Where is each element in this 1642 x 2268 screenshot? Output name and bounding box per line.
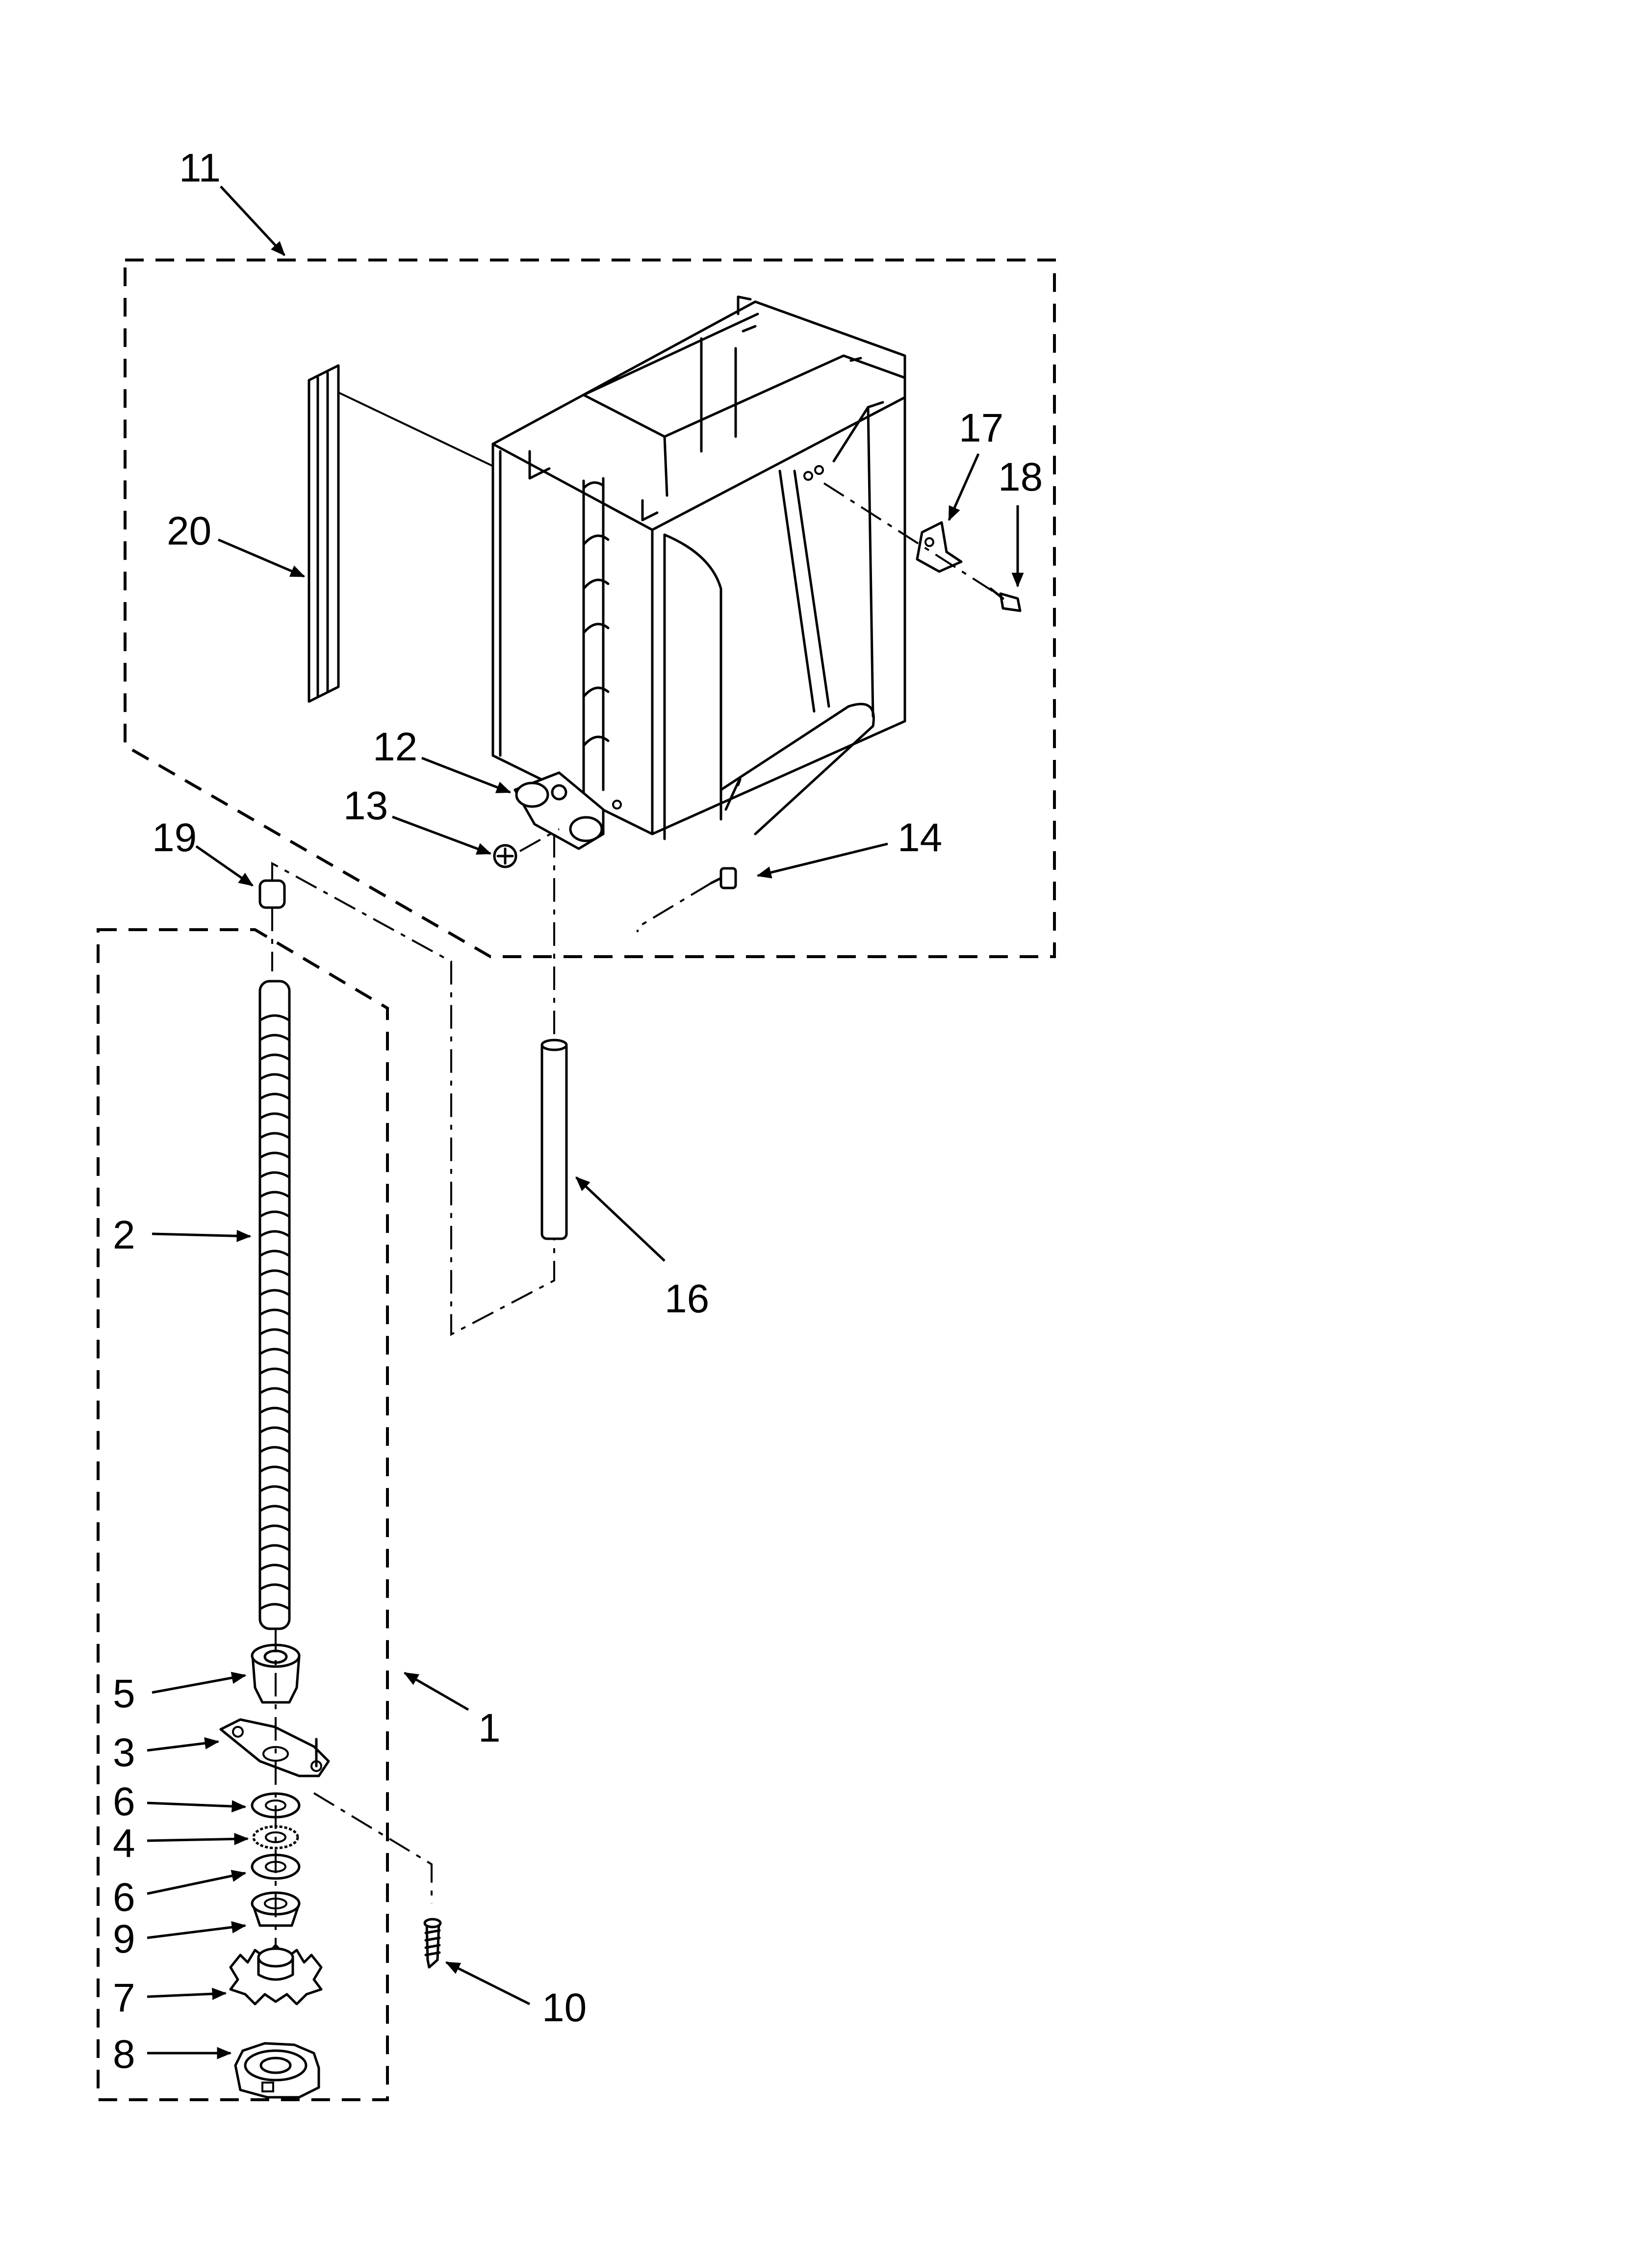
- screw-part-14: [637, 867, 737, 932]
- arrow-9: [147, 1921, 247, 1939]
- arrow-17: [948, 453, 980, 521]
- arrow-10: [445, 1961, 531, 2006]
- callout-labels: 11 20 12 13 14 17 18 19 16 2 1 5 3 6 4 6…: [113, 146, 1043, 2077]
- screw-part-18: [989, 587, 1022, 612]
- arrow-6b: [147, 1870, 247, 1895]
- arrow-19: [195, 845, 254, 887]
- sprocket-part-7: [229, 1944, 323, 2006]
- ice-bucket-housing: [491, 295, 906, 840]
- mounting-plate-part-3: [219, 1718, 330, 1777]
- callout-1: 1: [478, 1706, 501, 1750]
- callout-9: 9: [113, 1917, 135, 1961]
- callout-4: 4: [113, 1821, 135, 1866]
- assembly-1-boundary: [97, 928, 389, 2101]
- clip-part-17: [916, 521, 963, 573]
- callout-17: 17: [959, 406, 1003, 450]
- arrow-1: [403, 1671, 469, 1711]
- arrow-20: [218, 538, 306, 578]
- arrow-6a: [147, 1800, 247, 1813]
- pin-part-16: [540, 1039, 568, 1240]
- screw-part-10: [423, 1918, 442, 1969]
- auger-shaft-part-2: [258, 980, 291, 1630]
- callout-6a: 6: [113, 1779, 135, 1824]
- assembly-11-boundary: [124, 259, 1056, 958]
- callout-arrows: [147, 185, 1024, 2059]
- arrow-11: [220, 185, 285, 256]
- hinge-bracket-part-12: [513, 771, 605, 850]
- callout-12: 12: [373, 725, 417, 769]
- callout-13: 13: [343, 783, 388, 828]
- cap-part-19: [258, 879, 286, 909]
- gasket-strip-part-20: [308, 364, 494, 703]
- callout-19: 19: [152, 815, 197, 860]
- arrow-2: [152, 1229, 252, 1242]
- arrow-14: [756, 842, 888, 879]
- callout-11: 11: [179, 146, 221, 190]
- arrow-16: [575, 1176, 666, 1262]
- nut-part-8: [234, 2042, 320, 2099]
- callout-2: 2: [113, 1213, 135, 1257]
- callout-10: 10: [542, 1985, 587, 2030]
- callout-20: 20: [167, 509, 211, 553]
- callout-3: 3: [113, 1730, 135, 1775]
- callout-5: 5: [113, 1671, 135, 1716]
- callout-6b: 6: [113, 1875, 135, 1920]
- callout-18: 18: [998, 455, 1043, 499]
- callout-16: 16: [665, 1277, 709, 1321]
- arrow-12: [421, 756, 512, 794]
- callout-8: 8: [113, 2032, 135, 2077]
- arrow-13: [392, 815, 492, 855]
- arrow-3: [147, 1737, 220, 1752]
- arrow-4: [147, 1833, 249, 1846]
- callout-7: 7: [113, 1976, 135, 2020]
- arrow-7: [147, 1987, 227, 2000]
- callout-14: 14: [898, 815, 942, 860]
- arrow-5: [152, 1671, 247, 1694]
